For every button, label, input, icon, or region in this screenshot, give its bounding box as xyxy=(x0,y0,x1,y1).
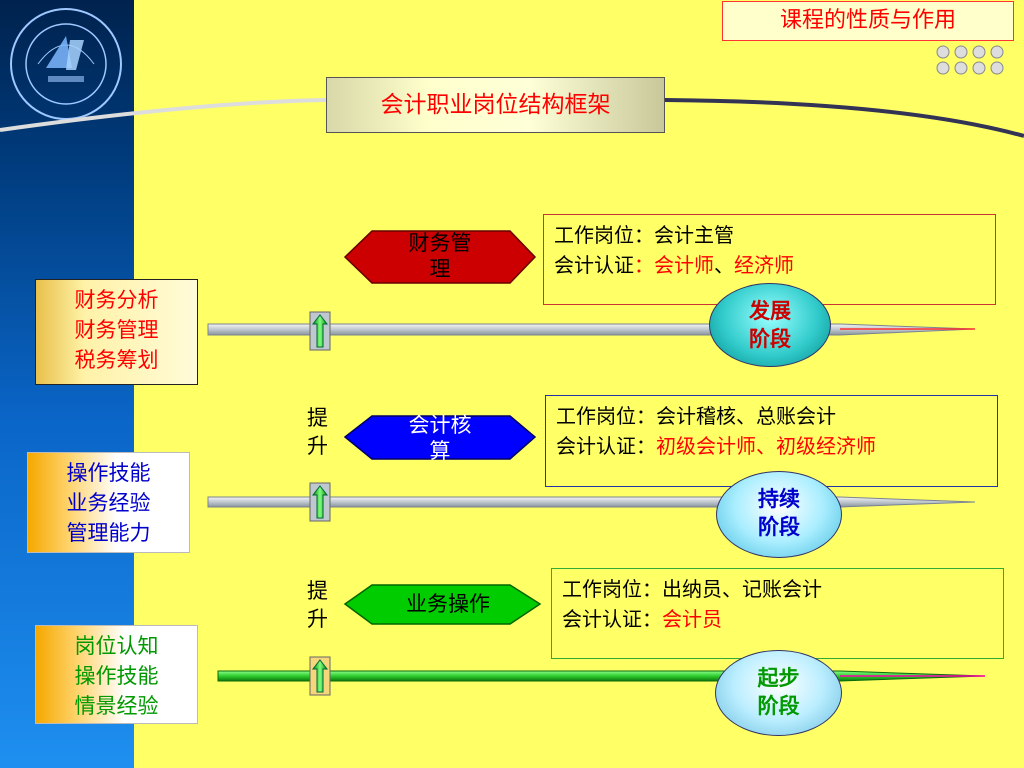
info-box-sustained: 工作岗位：会计稽核、总账会计 会计认证：初级会计师、初级经济师 xyxy=(545,395,998,487)
role-label-finance-management: 财务管理 xyxy=(408,231,472,281)
skill-box-starting: 岗位认知操作技能情景经验 xyxy=(35,625,198,724)
role-label-operations: 业务操作 xyxy=(406,592,490,616)
diagram-title: 会计职业岗位结构框架 xyxy=(326,77,665,133)
stage-badge-development: 发展阶段 xyxy=(709,283,831,367)
up-arrow-icon xyxy=(309,311,331,351)
skill-box-sustained: 操作技能业务经验管理能力 xyxy=(27,452,190,553)
promote-label: 提升 xyxy=(307,579,328,631)
stage-badge-starting: 起步阶段 xyxy=(715,650,842,736)
up-arrow-icon xyxy=(309,482,331,522)
role-hexagon-accounting xyxy=(343,415,537,460)
role-hexagon-finance-management xyxy=(343,230,537,284)
decorative-dots-icon xyxy=(936,45,1004,75)
info-box-starting: 工作岗位：出纳员、记账会计 会计认证：会计员 xyxy=(551,568,1004,659)
header-curve xyxy=(0,98,1024,138)
section-header-tag: 课程的性质与作用 xyxy=(722,1,1014,41)
up-arrow-icon xyxy=(309,656,331,696)
stage-badge-sustained: 持续阶段 xyxy=(716,471,842,558)
promote-label: 提升 xyxy=(307,406,328,458)
role-label-accounting: 会计核算 xyxy=(408,413,472,463)
college-seal-logo xyxy=(10,8,122,120)
role-hexagon-operations xyxy=(343,584,542,625)
skill-box-development: 财务分析财务管理税务筹划 xyxy=(35,279,198,385)
